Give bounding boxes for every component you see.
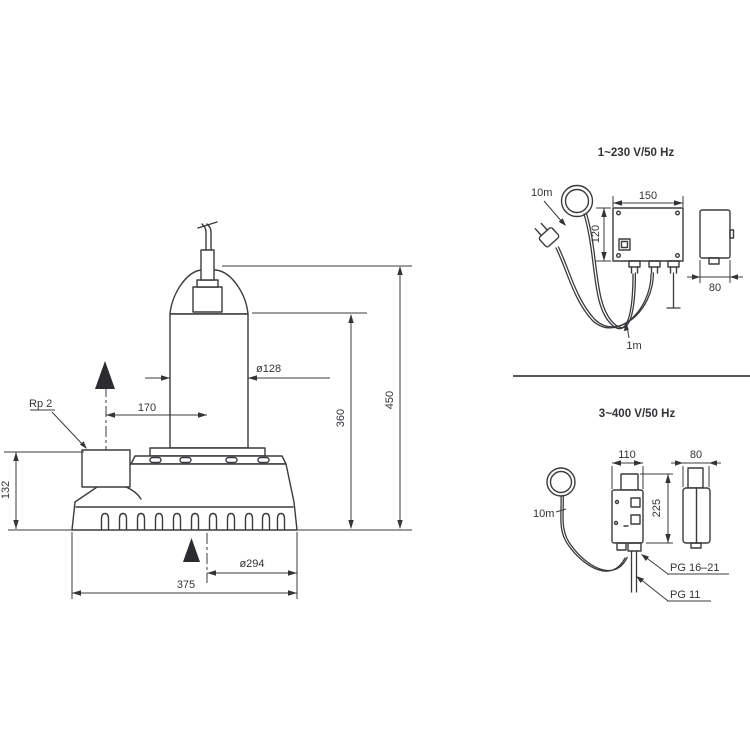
dimension-port-height: 132 [0, 452, 19, 529]
gland-label: PG 11 [670, 589, 700, 601]
dim-label: 80 [709, 282, 721, 294]
box-display-inner [620, 240, 629, 249]
dimension-box-depth: 80 [687, 260, 743, 294]
side-button [729, 229, 735, 239]
dim-label: 80 [690, 449, 702, 461]
float-cable-coil-inner [549, 470, 573, 494]
dim-label: 225 [651, 499, 663, 517]
port-thread-label: Rp 2 [29, 398, 52, 410]
dim-label: 170 [138, 402, 156, 414]
power-cable [197, 221, 218, 251]
pump-front-view: ø128 170 360 450 132 [0, 221, 412, 599]
loop-length-label: 1m [626, 340, 641, 352]
motor-flange [149, 447, 266, 457]
dim-label: 375 [177, 579, 195, 591]
dimension-box-height: 120 [590, 207, 611, 262]
diagram-title: 3~400 V/50 Hz [599, 408, 676, 420]
strainer-slots [100, 512, 286, 530]
three-phase-diagram: 3~400 V/50 Hz 10m [533, 408, 729, 602]
dimension-height-total: 450 [384, 266, 403, 529]
cable-length-label: 10m [531, 187, 552, 199]
callout-port-thread: Rp 2 [29, 398, 87, 449]
dimension-box-width: 150 [612, 190, 684, 207]
box-screw [613, 520, 619, 526]
dim-label: 132 [0, 481, 12, 499]
cable-housing [192, 286, 223, 313]
dim-label: 150 [639, 190, 657, 202]
pump-cable-stub [666, 272, 681, 309]
dim-label: ø294 [239, 558, 264, 570]
float-cable-coil [560, 184, 594, 218]
mains-cable [555, 246, 655, 329]
dim-label: 120 [590, 225, 602, 243]
dim-label: ø128 [256, 363, 281, 375]
dimension-height-to-motor: 360 [335, 314, 354, 529]
float-cable [583, 212, 637, 330]
box-display [618, 238, 631, 251]
dimension-box-depth: 80 [671, 449, 721, 487]
dimension-motor-diameter: ø128 [145, 363, 330, 381]
cable-glands [628, 260, 680, 274]
leader-arrow [558, 218, 566, 226]
dimension-box-width: 110 [611, 449, 644, 489]
water-level-marker [183, 538, 200, 562]
dimension-base-width: 375 [72, 579, 297, 596]
float-cable-coil-inner [564, 188, 590, 214]
single-phase-diagram: 1~230 V/50 Hz 10m [531, 147, 743, 352]
box-screw [614, 499, 620, 505]
dim-label: 110 [618, 449, 636, 461]
side-foot [690, 542, 702, 549]
volute-bolts [149, 456, 270, 464]
cable-length-label: 10m [533, 508, 554, 520]
diagram-title: 1~230 V/50 Hz [598, 147, 675, 159]
switch-box-front [612, 207, 684, 262]
power-plug-icon [534, 222, 560, 248]
cable-glands [616, 542, 642, 552]
gland-collar [196, 279, 219, 288]
box-switch [630, 497, 641, 508]
leader-arrow [623, 322, 629, 331]
box-switch [630, 514, 641, 525]
dimension-base-diameter: ø294 [207, 558, 297, 576]
side-top-section [687, 467, 704, 489]
dim-label: 360 [335, 409, 347, 427]
discharge-port [81, 449, 131, 488]
extension-lines [4, 265, 412, 599]
switch-box-side [699, 209, 731, 259]
water-level-marker [95, 361, 115, 389]
callout-gland-large: PG 16–21 [641, 554, 729, 575]
float-cable-coil [546, 467, 576, 497]
dimension-box-height: 225 [640, 473, 673, 544]
float-cable [560, 494, 628, 572]
gland-label: PG 16–21 [670, 562, 720, 574]
leader-line [543, 200, 564, 224]
pump-cable-stub [630, 550, 638, 593]
gland-neck [200, 249, 215, 281]
port-transition [125, 486, 142, 500]
callout-gland-small: PG 11 [636, 576, 711, 602]
motor-body [169, 313, 249, 449]
box-screws [616, 210, 681, 258]
side-foot [708, 257, 720, 265]
dimension-port-offset: 170 [106, 402, 207, 418]
box-top-section [620, 473, 639, 491]
dim-label: 450 [384, 391, 396, 409]
